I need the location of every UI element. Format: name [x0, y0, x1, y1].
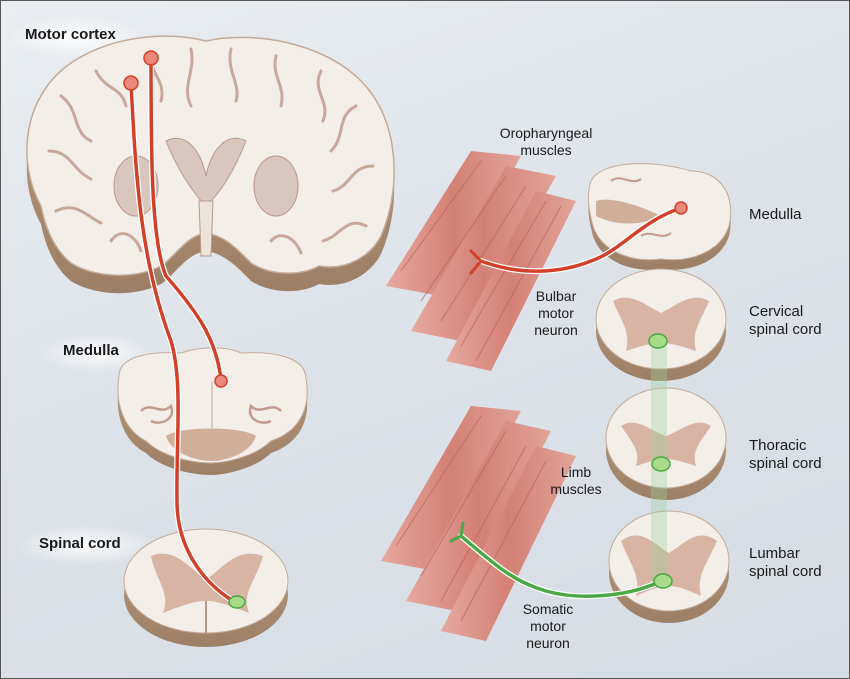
neuron-cell-body	[123, 75, 139, 91]
thoracic-cord-section	[605, 387, 727, 500]
limb-muscle-bundle	[381, 406, 576, 641]
lumbar-cord-section	[608, 510, 730, 623]
label-glow	[41, 333, 151, 373]
neuron-cell-body	[214, 374, 228, 388]
label-cervical-spinal-cord: Cervical spinal cord	[749, 303, 822, 338]
label-medulla-left: Medulla	[63, 342, 119, 359]
label-oropharyngeal-muscles: Oropharyngeal muscles	[499, 125, 593, 158]
neuron-cell-body	[143, 50, 159, 66]
neuron-cell-body	[674, 201, 688, 215]
label-lumbar-spinal-cord: Lumbar spinal cord	[749, 545, 822, 580]
label-thoracic-spinal-cord: Thoracic spinal cord	[749, 437, 822, 472]
brain-coronal-section	[26, 35, 395, 294]
label-motor-cortex: Motor cortex	[25, 26, 116, 43]
lower-motor-neuron-body	[653, 573, 673, 589]
lower-motor-neuron-body	[651, 456, 671, 472]
label-medulla-right: Medulla	[749, 206, 802, 223]
cervical-cord-section	[595, 268, 727, 381]
upper-motor-neuron-tracts	[128, 55, 236, 604]
somatic-motor-neuron-axon	[449, 521, 664, 600]
medulla-section-left	[117, 347, 308, 475]
label-limb-muscles: Limb muscles	[550, 464, 602, 497]
label-glow	[16, 525, 156, 565]
lower-motor-neuron-body	[228, 595, 246, 609]
label-bulbar-motor-neuron: Bulbar motor neuron	[534, 288, 578, 338]
lower-motor-neuron-body	[648, 333, 668, 349]
medulla-section-right	[587, 163, 732, 270]
label-somatic-motor-neuron: Somatic motor neuron	[522, 601, 574, 651]
oropharyngeal-muscle-bundle	[386, 151, 576, 371]
spinal-cord-section-left	[123, 528, 289, 647]
bulbar-motor-neuron-axon	[469, 205, 684, 275]
label-spinal-cord: Spinal cord	[39, 535, 121, 552]
